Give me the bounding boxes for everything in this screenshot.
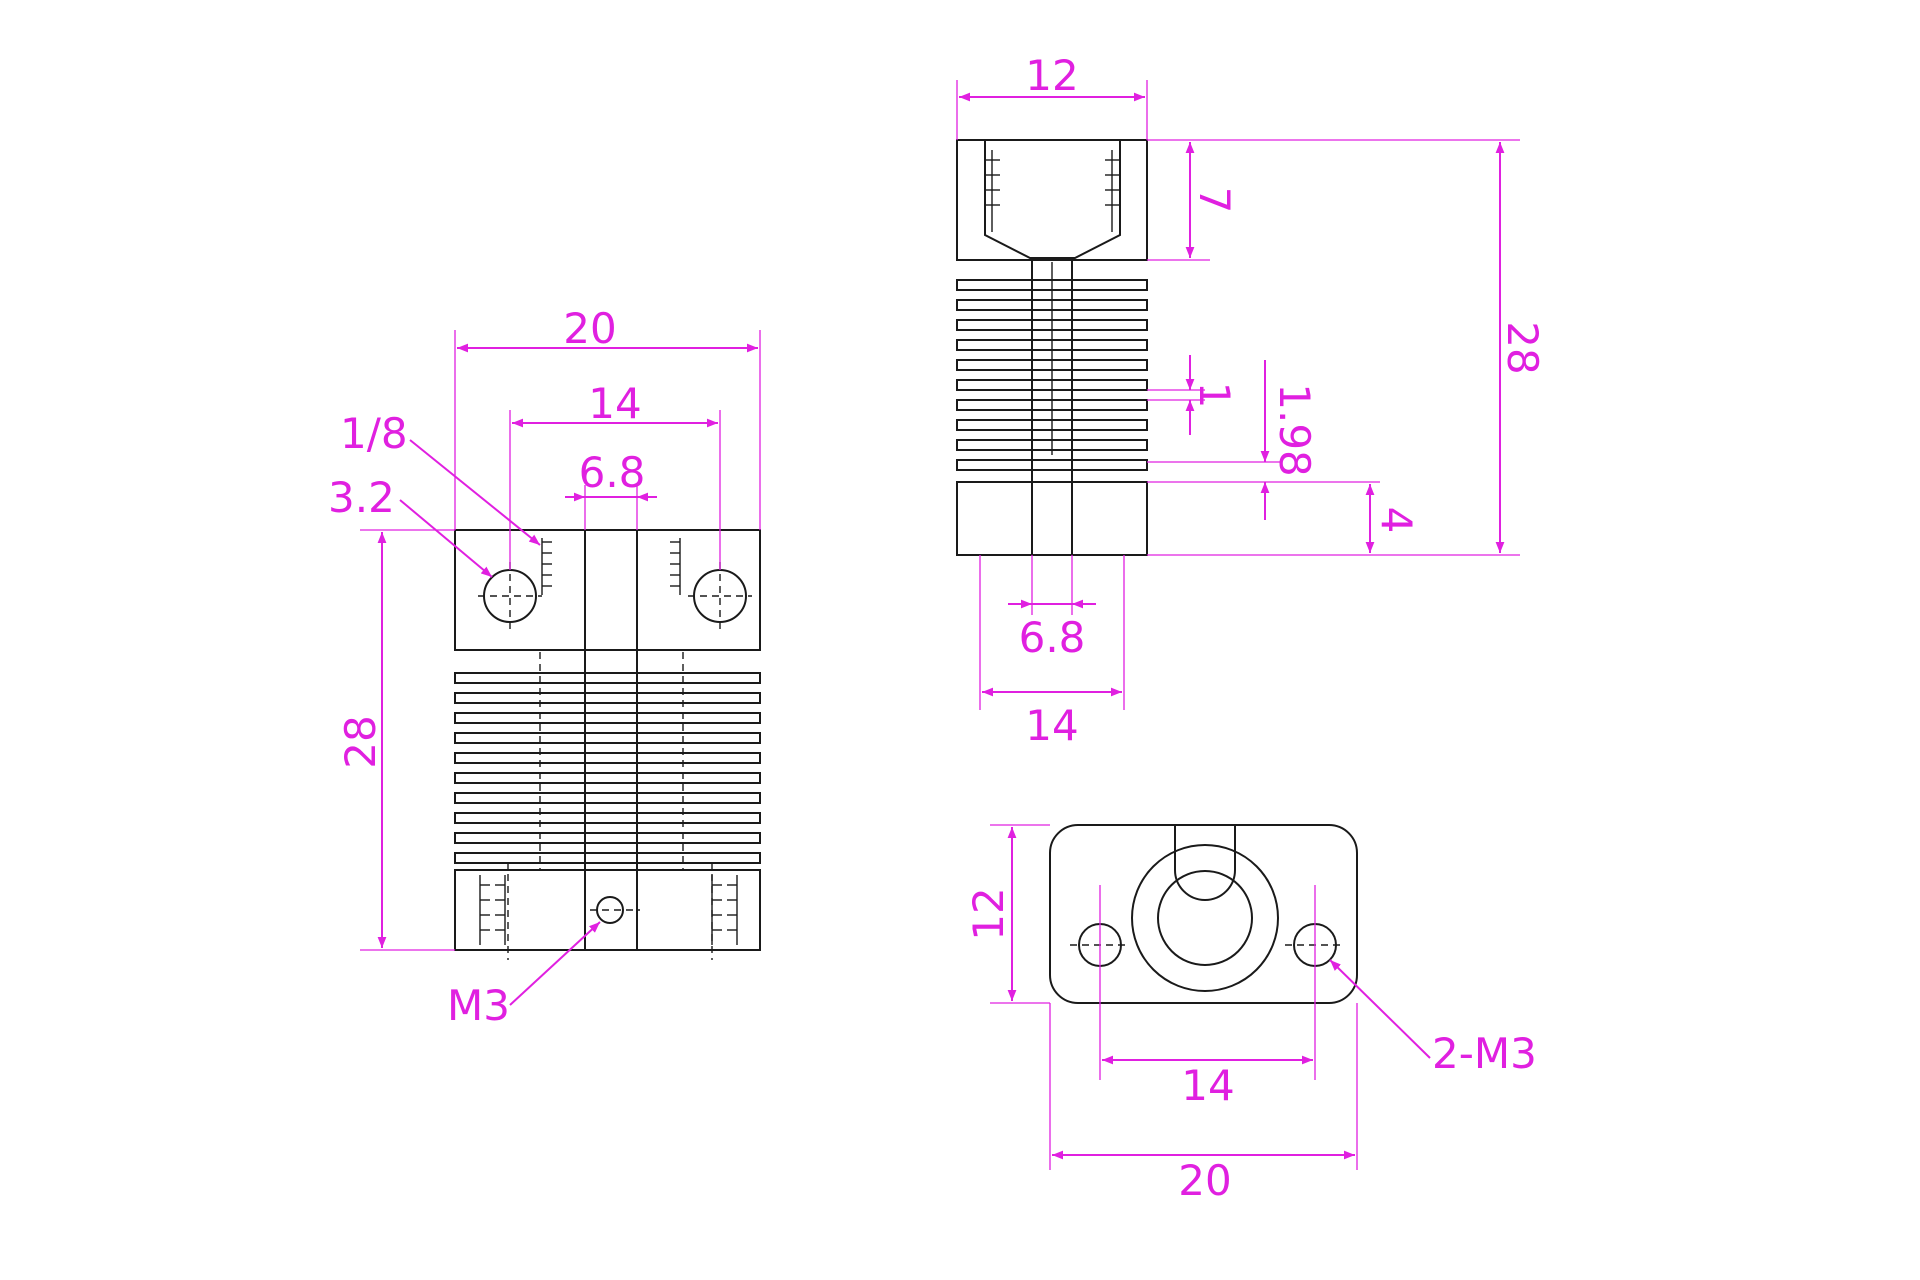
side-hole-dia-label: 3.2 bbox=[328, 473, 395, 522]
front-base-block bbox=[956, 481, 1148, 556]
front-total-height-label: 28 bbox=[1498, 321, 1547, 374]
bottom-view: 12 14 20 2-M3 bbox=[964, 824, 1537, 1205]
bottom-outer-ring bbox=[1131, 844, 1279, 992]
side-fins bbox=[454, 672, 761, 864]
side-bolt-spacing-label: 14 bbox=[588, 379, 641, 428]
side-set-screw-label: M3 bbox=[447, 981, 510, 1030]
side-width-label: 20 bbox=[563, 304, 616, 353]
front-base-width-label: 14 bbox=[1025, 701, 1078, 750]
side-top-block bbox=[454, 529, 761, 651]
side-height-label: 28 bbox=[336, 715, 385, 768]
front-top-block bbox=[956, 139, 1148, 261]
bottom-height-label: 12 bbox=[964, 887, 1013, 940]
hole-leader bbox=[399, 499, 493, 578]
bottom-holes-label: 2-M3 bbox=[1432, 1029, 1537, 1078]
bottom-slot bbox=[1174, 825, 1236, 901]
front-fin-thickness-label: 1 bbox=[1190, 382, 1239, 409]
front-view-body bbox=[956, 139, 1148, 556]
front-fin-pitch-label: 1.98 bbox=[1270, 383, 1319, 477]
front-view-dimensions bbox=[956, 80, 1520, 710]
front-base-height-label: 4 bbox=[1372, 507, 1421, 534]
side-thread-label: 1/8 bbox=[340, 409, 408, 458]
set-screw-leader bbox=[509, 921, 601, 1006]
thread-leader bbox=[409, 439, 541, 546]
side-slot-width-label: 6.8 bbox=[579, 448, 646, 497]
bottom-width-label: 20 bbox=[1178, 1156, 1231, 1205]
side-view-dimensions bbox=[360, 330, 761, 1006]
front-depth-label: 7 bbox=[1190, 187, 1239, 214]
side-view: 20 14 6.8 1/8 3.2 28 M3 bbox=[328, 304, 761, 1030]
bottom-holes-leader bbox=[1329, 959, 1431, 1059]
front-top-width-label: 12 bbox=[1025, 51, 1078, 100]
bottom-plate bbox=[1049, 824, 1358, 1004]
bottom-hole-spacing-label: 14 bbox=[1181, 1061, 1234, 1110]
front-view: 12 7 28 1 1.98 4 6.8 14 bbox=[956, 51, 1547, 750]
front-bore-label: 6.8 bbox=[1019, 613, 1086, 662]
side-view-body bbox=[454, 529, 761, 960]
bottom-view-body bbox=[1049, 824, 1358, 1004]
side-bottom-block bbox=[454, 869, 761, 951]
bottom-view-dimensions bbox=[990, 824, 1431, 1170]
bottom-bore bbox=[1157, 870, 1253, 966]
